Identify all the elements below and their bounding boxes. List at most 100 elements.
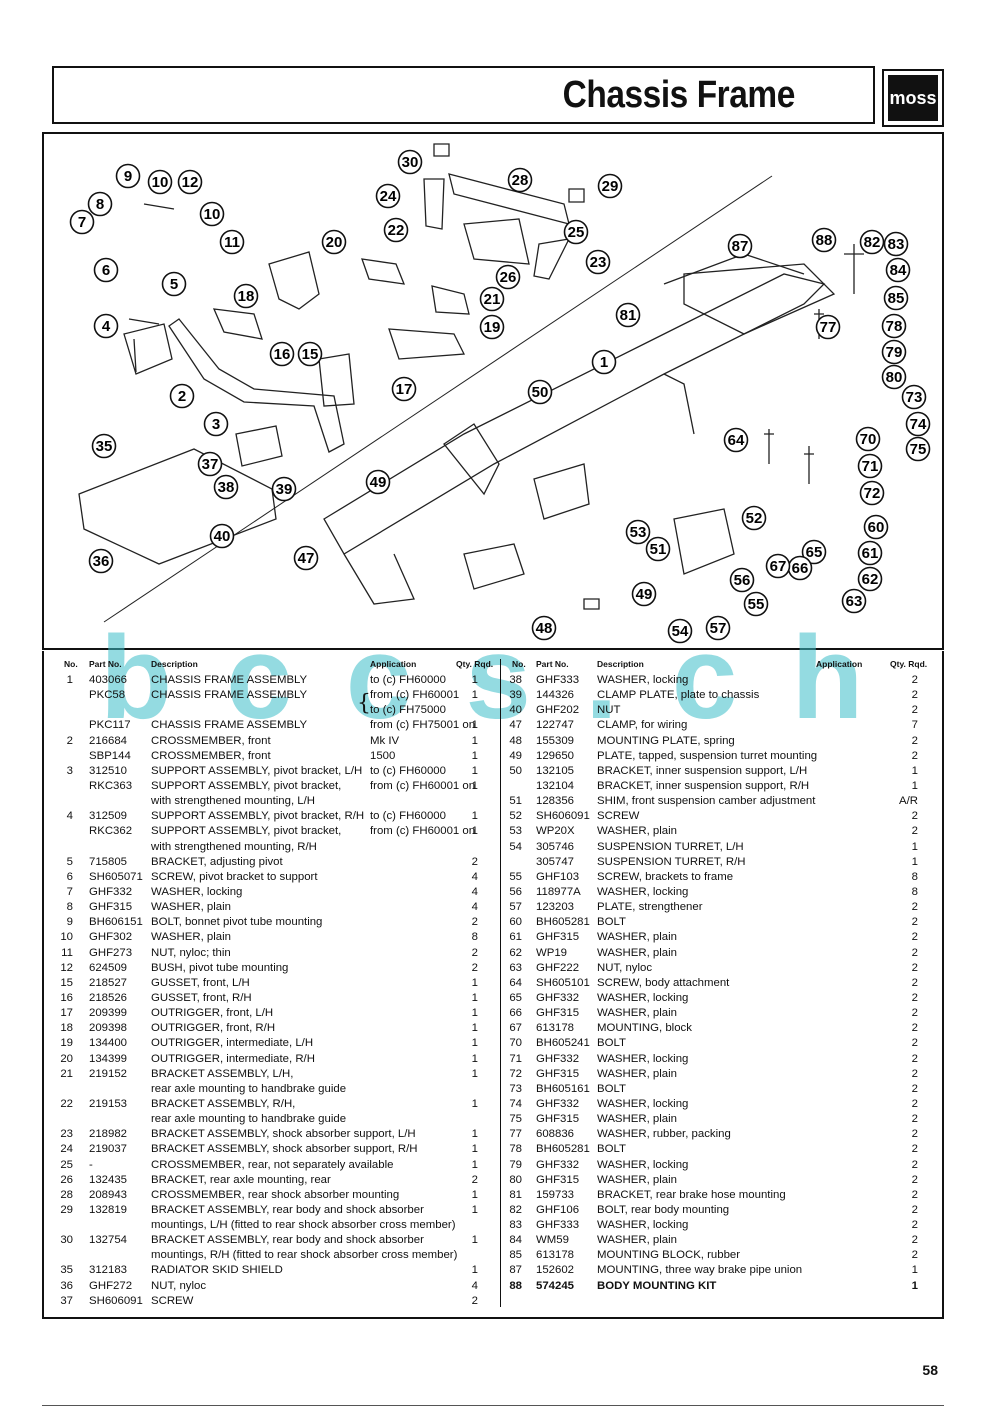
- callout-label: 55: [748, 596, 765, 613]
- part-number-index: 6: [66, 870, 73, 883]
- callout-circle: [857, 453, 883, 479]
- callout-label: 80: [886, 369, 903, 386]
- part-quantity: 1: [471, 976, 478, 989]
- part-number-index: 19: [60, 1037, 73, 1050]
- part-code: GHF333: [536, 1219, 580, 1232]
- callout-73: 73: [901, 384, 927, 410]
- part-quantity: 2: [911, 931, 918, 944]
- callout-65: 65: [801, 539, 827, 565]
- part-code: 123203: [536, 901, 575, 914]
- callout-7: 7: [69, 209, 95, 235]
- part-description: CLAMP PLATE, plate to chassis: [597, 689, 760, 702]
- part-code: GHF273: [89, 946, 133, 959]
- part-number-index: 70: [509, 1037, 522, 1050]
- table-row: with strengthened mounting, R/H: [44, 840, 500, 855]
- part-application: to (c) FH60000: [370, 674, 446, 686]
- callout-84: 84: [885, 257, 911, 283]
- callout-2: 2: [169, 383, 195, 409]
- column-divider: [500, 659, 501, 1307]
- part-description: GUSSET, front, R/H: [151, 991, 252, 1004]
- part-description: SCREW, pivot bracket to support: [151, 870, 318, 883]
- table-row: mountings, R/H (fitted to rear shock abs…: [44, 1248, 500, 1263]
- part-code: GHF332: [536, 1158, 580, 1171]
- callout-label: 71: [862, 458, 879, 475]
- callout-label: 52: [746, 510, 763, 527]
- table-row: with strengthened mounting, L/H: [44, 794, 500, 809]
- part-number-index: 67: [509, 1022, 522, 1035]
- callout-label: 48: [536, 620, 553, 637]
- callout-label: 2: [178, 388, 186, 405]
- part-code: 122747: [536, 719, 575, 732]
- part-description: NUT: [597, 704, 621, 717]
- part-number-index: 47: [509, 719, 522, 732]
- part-quantity: 1: [471, 1052, 478, 1065]
- callout-12: 12: [177, 169, 203, 195]
- part-code: SH606091: [89, 1294, 143, 1307]
- callout-circle: [365, 469, 391, 495]
- part-number-index: 54: [509, 840, 522, 853]
- part-description: WASHER, plain: [151, 901, 231, 914]
- callout-circle: [723, 427, 749, 453]
- part-quantity: 1: [911, 1279, 918, 1292]
- callout-4: 4: [93, 313, 119, 339]
- callout-18: 18: [233, 283, 259, 309]
- part-number-index: 7: [66, 885, 73, 898]
- part-code: 132104: [536, 779, 575, 792]
- callout-circle: [197, 451, 223, 477]
- part-description: CROSSMEMBER, front: [151, 734, 271, 747]
- part-quantity: 1: [471, 1097, 478, 1110]
- part-number-index: 9: [66, 916, 73, 929]
- part-description: CHASSIS FRAME ASSEMBLY: [151, 674, 308, 686]
- callout-circle: [881, 339, 907, 365]
- part-number-index: 50: [509, 764, 522, 777]
- callout-circle: [199, 201, 225, 227]
- part-description: mountings, L/H (fitted to rear shock abs…: [151, 1219, 456, 1232]
- callout-label: 79: [886, 344, 903, 361]
- part-description: SCREW, body attachment: [597, 976, 730, 989]
- table-row: mountings, L/H (fitted to rear shock abs…: [44, 1218, 500, 1233]
- part-code: 216684: [89, 734, 128, 747]
- callout-label: 26: [500, 269, 517, 286]
- part-number-index: 77: [509, 1128, 522, 1141]
- part-quantity: 2: [911, 674, 918, 686]
- callout-5: 5: [161, 271, 187, 297]
- part-code: BH605161: [536, 1082, 590, 1095]
- callout-label: 81: [620, 307, 637, 324]
- part-description: WASHER, locking: [597, 674, 689, 686]
- part-quantity: 2: [911, 825, 918, 838]
- part-quantity: 2: [911, 749, 918, 762]
- part-code: 209398: [89, 1022, 128, 1035]
- callout-label: 18: [238, 288, 255, 305]
- part-quantity: 4: [471, 1279, 478, 1292]
- part-code: BH605281: [536, 1143, 590, 1156]
- callout-48: 48: [531, 615, 557, 641]
- part-description: BOLT, rear body mounting: [597, 1203, 730, 1216]
- header-application: Application: [370, 659, 417, 669]
- callout-label: 54: [672, 623, 689, 640]
- callout-1: 1: [591, 349, 617, 375]
- part-number-index: 28: [60, 1188, 73, 1201]
- callout-77: 77: [815, 314, 841, 340]
- part-number-index: 73: [509, 1082, 522, 1095]
- callout-label: 28: [512, 172, 529, 189]
- part-code: 132435: [89, 1173, 128, 1186]
- part-description: CHASSIS FRAME ASSEMBLY: [151, 689, 308, 702]
- part-description: SUPPORT ASSEMBLY, pivot bracket,: [151, 779, 342, 792]
- part-quantity: 2: [911, 1143, 918, 1156]
- part-number-index: 1: [66, 674, 73, 686]
- callout-label: 56: [734, 572, 751, 589]
